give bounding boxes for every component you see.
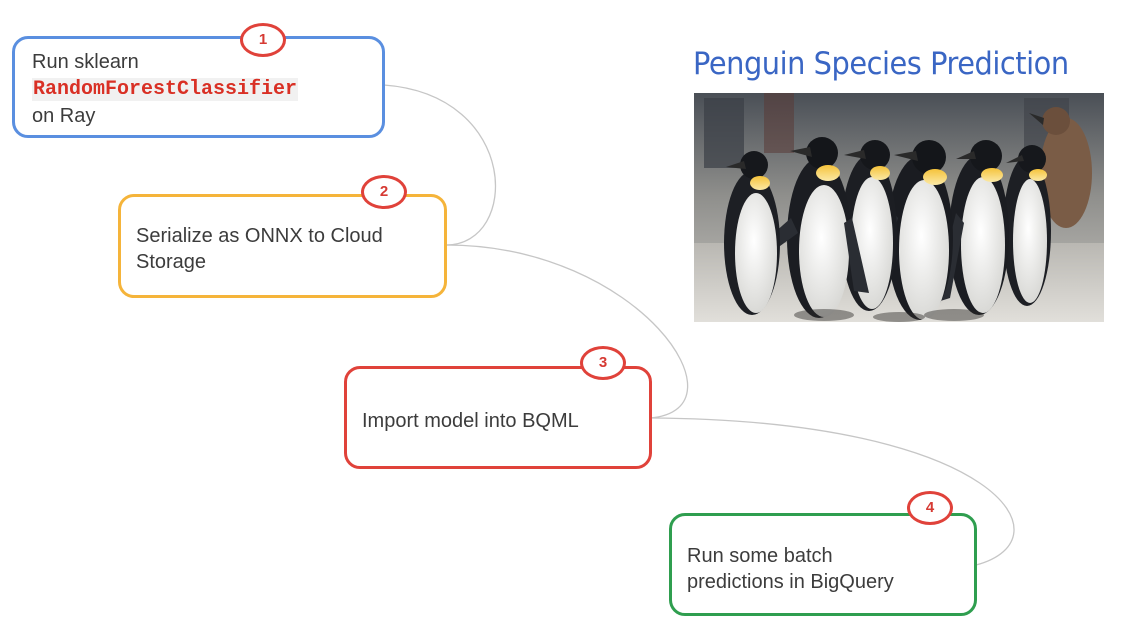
- step-2-badge: 2: [361, 175, 407, 209]
- step-1-text: Run sklearn RandomForestClassifier on Ra…: [32, 49, 299, 129]
- penguin-image: [694, 93, 1104, 322]
- step-1-badge: 1: [240, 23, 286, 57]
- connector-1-to-2: [383, 84, 497, 246]
- step-3-line-1: Import model into BQML: [362, 410, 579, 432]
- step-3-box: Import model into BQML: [344, 366, 652, 469]
- step-4-box: Run some batch predictions in BigQuery: [669, 513, 977, 616]
- step-1-code: RandomForestClassifier: [32, 78, 299, 101]
- step-4-line-1: Run some batch: [687, 545, 833, 567]
- step-2-box: Serialize as ONNX to Cloud Storage: [118, 194, 447, 298]
- step-1-line-1: Run sklearn: [32, 51, 139, 73]
- step-3-text: Import model into BQML: [362, 408, 579, 434]
- step-1-line-3: on Ray: [32, 105, 96, 127]
- step-4-text: Run some batch predictions in BigQuery: [687, 543, 894, 595]
- step-2-line-1: Serialize as ONNX to Cloud: [136, 225, 383, 247]
- connector-2-to-3: [445, 244, 689, 419]
- step-3-badge: 3: [580, 346, 626, 380]
- connector-3-to-4: [649, 417, 1015, 566]
- step-4-badge: 4: [907, 491, 953, 525]
- photo-title: Penguin Species Prediction: [693, 46, 1069, 82]
- step-2-text: Serialize as ONNX to Cloud Storage: [136, 223, 383, 275]
- step-1-box: Run sklearn RandomForestClassifier on Ra…: [12, 36, 385, 138]
- penguin-photo: [694, 93, 1104, 322]
- step-2-line-2: Storage: [136, 251, 207, 273]
- step-4-line-2: predictions in BigQuery: [687, 571, 894, 593]
